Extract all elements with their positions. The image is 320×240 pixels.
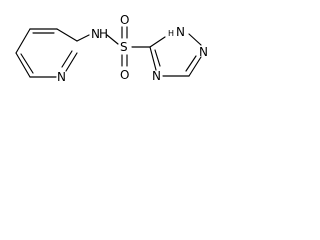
bond-nh-s xyxy=(106,34,119,45)
structure-canvas: N H S O O N H N N N xyxy=(0,0,248,114)
bond-pyr-c5-c6 xyxy=(15,52,31,78)
bond-pyr-c4-c5 xyxy=(15,28,31,54)
bond-n2-c3-inner xyxy=(185,55,197,72)
atom-label-h-triazole: H xyxy=(168,29,174,38)
atom-label-s: S xyxy=(120,40,128,54)
bond-pyr-c5-c6-inner xyxy=(20,53,34,74)
bond-pyr-n-c2-inner xyxy=(61,50,73,68)
atom-label-n4-triazole: N xyxy=(152,69,161,83)
bond-pyr-c2-c3 xyxy=(56,28,78,42)
atom-label-o-top: O xyxy=(120,13,129,27)
atom-label-h-amide: H xyxy=(99,27,108,41)
bond-n1-n2 xyxy=(188,33,202,46)
atom-label-n-amide: N xyxy=(91,27,100,41)
bond-n4-c5-inner xyxy=(154,49,161,67)
atom-label-o-bottom: O xyxy=(120,68,129,82)
atom-label-n-pyridine: N xyxy=(57,70,66,84)
molecule-drawing: N H S O O N H N N N xyxy=(15,13,208,84)
bond-pyr-n-c2 xyxy=(65,52,78,72)
bond-n4-c5 xyxy=(149,46,157,71)
atom-label-n2-triazole: N xyxy=(199,45,208,59)
atom-label-n1-triazole: N xyxy=(176,25,185,39)
bond-n2-c3 xyxy=(188,56,202,77)
bond-c5-n1 xyxy=(149,36,166,48)
bond-c2-nh xyxy=(76,34,90,42)
